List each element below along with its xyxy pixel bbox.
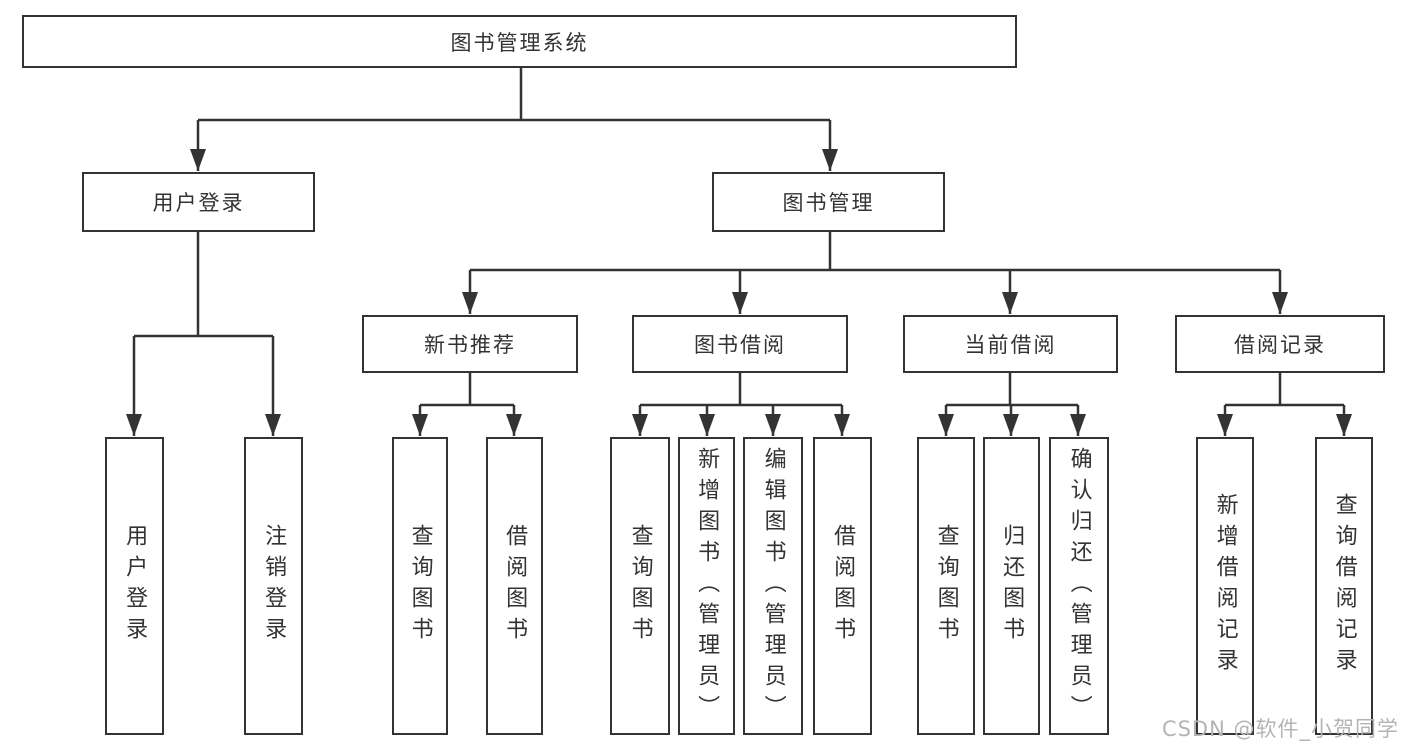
csdn-watermark: CSDN @软件_小贺同学 (1161, 717, 1399, 741)
node-book-management-label: 图书管理 (782, 191, 875, 215)
connector-user-login-branches (126, 336, 281, 436)
node-current-borrow-label: 当前借阅 (964, 333, 1057, 357)
leaf-add-borrow-record: 新增借阅记录 (1196, 437, 1254, 735)
node-new-book-recommend: 新书推荐 (362, 315, 578, 373)
leaf-borrow-books-borrow-label: 借阅图书 (830, 524, 856, 648)
leaf-query-books-current: 查询图书 (917, 437, 975, 735)
connector-rails (134, 68, 1344, 407)
leaf-return-books-label: 归还图书 (999, 524, 1025, 648)
node-library-management-system-label: 图书管理系统 (450, 30, 589, 55)
leaf-confirm-return-admin: 确认归还（管理员） (1049, 437, 1109, 735)
connector-book-borrow-branches (632, 405, 850, 436)
leaf-add-book-admin-label: 新增图书（管理员） (694, 446, 720, 726)
leaf-query-books-borrow: 查询图书 (610, 437, 670, 735)
leaf-query-books-recommend-label: 查询图书 (407, 524, 433, 648)
leaf-query-borrow-record-label: 查询借阅记录 (1331, 493, 1357, 679)
leaf-borrow-books-recommend-label: 借阅图书 (502, 524, 528, 648)
leaf-logout: 注销登录 (244, 437, 303, 735)
leaf-borrow-books-recommend: 借阅图书 (486, 437, 543, 735)
connector-current-borrow-branches (938, 405, 1086, 436)
leaf-user-login: 用户登录 (105, 437, 164, 735)
leaf-add-book-admin: 新增图书（管理员） (678, 437, 735, 735)
node-book-borrow: 图书借阅 (632, 315, 848, 373)
leaf-add-borrow-record-label: 新增借阅记录 (1212, 493, 1238, 679)
node-user-login-label: 用户登录 (152, 191, 245, 215)
leaf-logout-label: 注销登录 (261, 524, 287, 648)
connector-new-book-branches (412, 405, 522, 436)
leaf-query-books-borrow-label: 查询图书 (627, 524, 653, 648)
leaf-edit-book-admin: 编辑图书（管理员） (743, 437, 803, 735)
node-book-borrow-label: 图书借阅 (694, 333, 786, 357)
node-new-book-recommend-label: 新书推荐 (424, 333, 516, 357)
leaf-query-books-current-label: 查询图书 (933, 524, 959, 648)
leaf-return-books: 归还图书 (983, 437, 1040, 735)
node-borrow-records-label: 借阅记录 (1234, 333, 1326, 357)
node-user-login: 用户登录 (82, 172, 315, 232)
leaf-edit-book-admin-label: 编辑图书（管理员） (760, 446, 786, 726)
node-book-management: 图书管理 (712, 172, 945, 232)
leaf-confirm-return-admin-label: 确认归还（管理员） (1066, 446, 1092, 726)
leaf-user-login-label: 用户登录 (122, 524, 148, 648)
node-library-management-system: 图书管理系统 (22, 15, 1017, 68)
node-borrow-records: 借阅记录 (1175, 315, 1385, 373)
leaf-borrow-books-borrow: 借阅图书 (813, 437, 872, 735)
connector-borrow-records-branches (1217, 405, 1352, 436)
connector-root-branches (190, 120, 838, 171)
leaf-query-books-recommend: 查询图书 (392, 437, 448, 735)
leaf-query-borrow-record: 查询借阅记录 (1315, 437, 1373, 735)
node-current-borrow: 当前借阅 (903, 315, 1118, 373)
connector-book-management-branches (462, 270, 1288, 314)
